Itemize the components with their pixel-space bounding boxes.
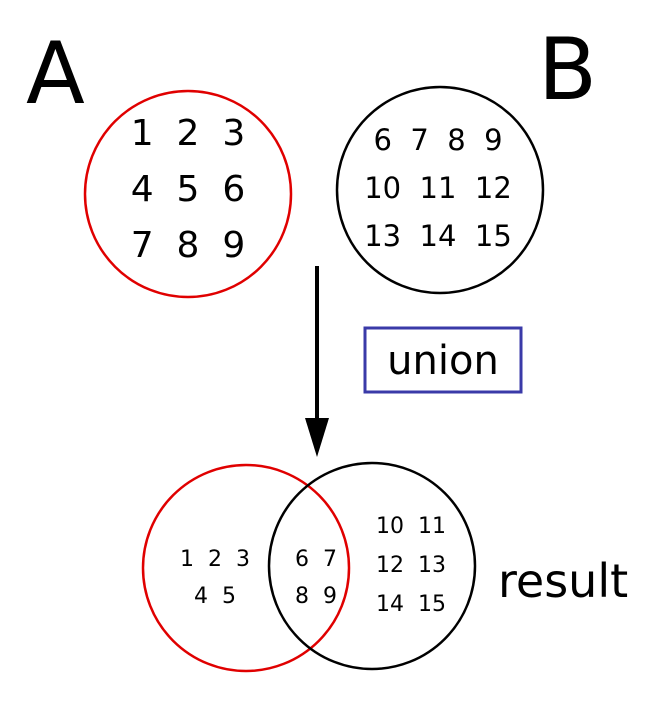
set-b-circle [335, 85, 545, 295]
set-a-row-2: 4 5 6 [131, 169, 246, 210]
result-b-only-row-3: 14 15 [376, 592, 446, 617]
result-label: result [498, 554, 628, 608]
set-a-row-3: 7 8 9 [131, 225, 246, 266]
set-b-row-2: 10 11 12 [364, 171, 512, 205]
set-b-row-3: 13 14 15 [364, 219, 512, 253]
down-arrow-icon [305, 266, 329, 457]
result-a-only-row-2: 4 5 [194, 584, 236, 609]
result-b-only-row-1: 10 11 [376, 514, 446, 539]
set-a-label: A [26, 24, 85, 124]
set-a-row-1: 1 2 3 [131, 113, 246, 154]
result-a-circle [141, 463, 351, 673]
union-operation-box: union [363, 326, 523, 394]
result-a-only-row-1: 1 2 3 [180, 547, 250, 572]
result-b-only-row-2: 12 13 [376, 553, 446, 578]
set-b-label: B [538, 20, 597, 120]
result-intersection-row-1: 6 7 [295, 547, 337, 572]
union-label: union [387, 338, 499, 384]
set-b-row-1: 6 7 8 9 [373, 123, 502, 157]
set-a-circle [83, 89, 293, 299]
result-b-circle [267, 461, 477, 671]
result-intersection-row-2: 8 9 [295, 584, 337, 609]
